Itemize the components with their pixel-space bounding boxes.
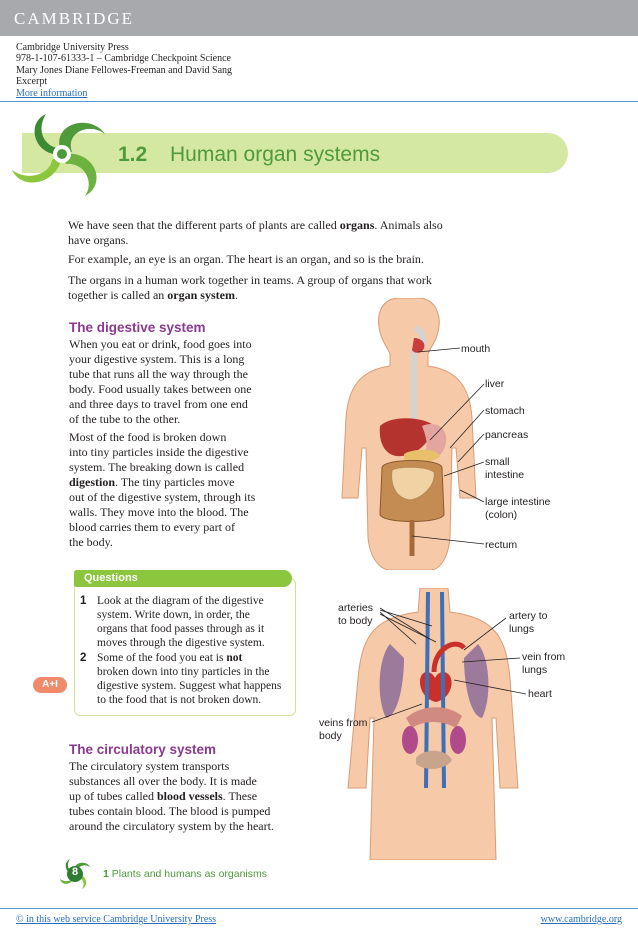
swirl-logo-icon — [12, 114, 105, 196]
intro-paragraph-3: The organs in a human work together in t… — [68, 273, 432, 302]
more-information-link[interactable]: More information — [16, 87, 88, 99]
publisher-band — [0, 0, 638, 36]
excerpt-label: Excerpt — [16, 76, 48, 88]
section-number: 1.2 — [118, 143, 148, 166]
website-link[interactable]: www.cambridge.org — [540, 914, 622, 925]
chapter-footer: 1 Plants and humans as organisms — [103, 868, 268, 880]
page-number: 8 — [71, 866, 79, 878]
section-title: Human organ systems — [170, 143, 381, 166]
footer-divider — [0, 908, 638, 909]
ai-badge: A+I — [33, 677, 67, 693]
book-metadata: Cambridge University Press 978-1-107-613… — [16, 42, 232, 99]
intro-paragraph-1: We have seen that the different parts of… — [68, 218, 443, 247]
label-rectum: rectum — [485, 539, 518, 551]
circulatory-heading: The circulatory system — [69, 742, 217, 757]
header-divider — [0, 101, 638, 102]
question-2: Some of the food you eat is not broken d… — [97, 652, 282, 706]
section-title-band — [22, 133, 568, 173]
questions-box — [74, 578, 296, 716]
isbn-title: 978-1-107-61333-1 – Cambridge Checkpoint… — [16, 53, 231, 65]
circulatory-system-diagram — [347, 588, 519, 860]
intro-paragraph-2: For example, an eye is an organ. The hea… — [68, 252, 424, 266]
label-pancreas: pancreas — [485, 429, 529, 441]
circulatory-paragraph: The circulatory system transports substa… — [69, 759, 274, 833]
label-heart: heart — [528, 688, 552, 700]
publisher-logo: CAMBRIDGE — [14, 9, 135, 28]
copyright-link[interactable]: © in this web service Cambridge Universi… — [16, 914, 217, 925]
label-mouth: mouth — [461, 343, 491, 355]
authors: Mary Jones Diane Fellowes-Freeman and Da… — [16, 64, 233, 76]
page-number-swirl-icon — [60, 859, 90, 889]
digestive-paragraph-1: When you eat or drink, food goes into yo… — [69, 337, 252, 426]
questions-tab: Questions — [74, 570, 292, 587]
label-large-intestine: large intestine(colon) — [485, 496, 551, 521]
circulatory-leader-lines — [371, 607, 527, 723]
question-1-number: 1 — [80, 595, 87, 607]
label-liver: liver — [485, 378, 505, 390]
digestive-paragraph-2: Most of the food is broken down into tin… — [69, 430, 256, 549]
publisher-name: Cambridge University Press — [16, 42, 129, 53]
question-1: Look at the diagram of the digestive sys… — [97, 595, 265, 649]
question-2-number: 2 — [80, 652, 87, 664]
digestive-heading: The digestive system — [69, 320, 206, 335]
digestive-system-diagram — [341, 298, 477, 570]
digestive-leader-lines — [411, 347, 485, 545]
label-stomach: stomach — [485, 405, 525, 417]
